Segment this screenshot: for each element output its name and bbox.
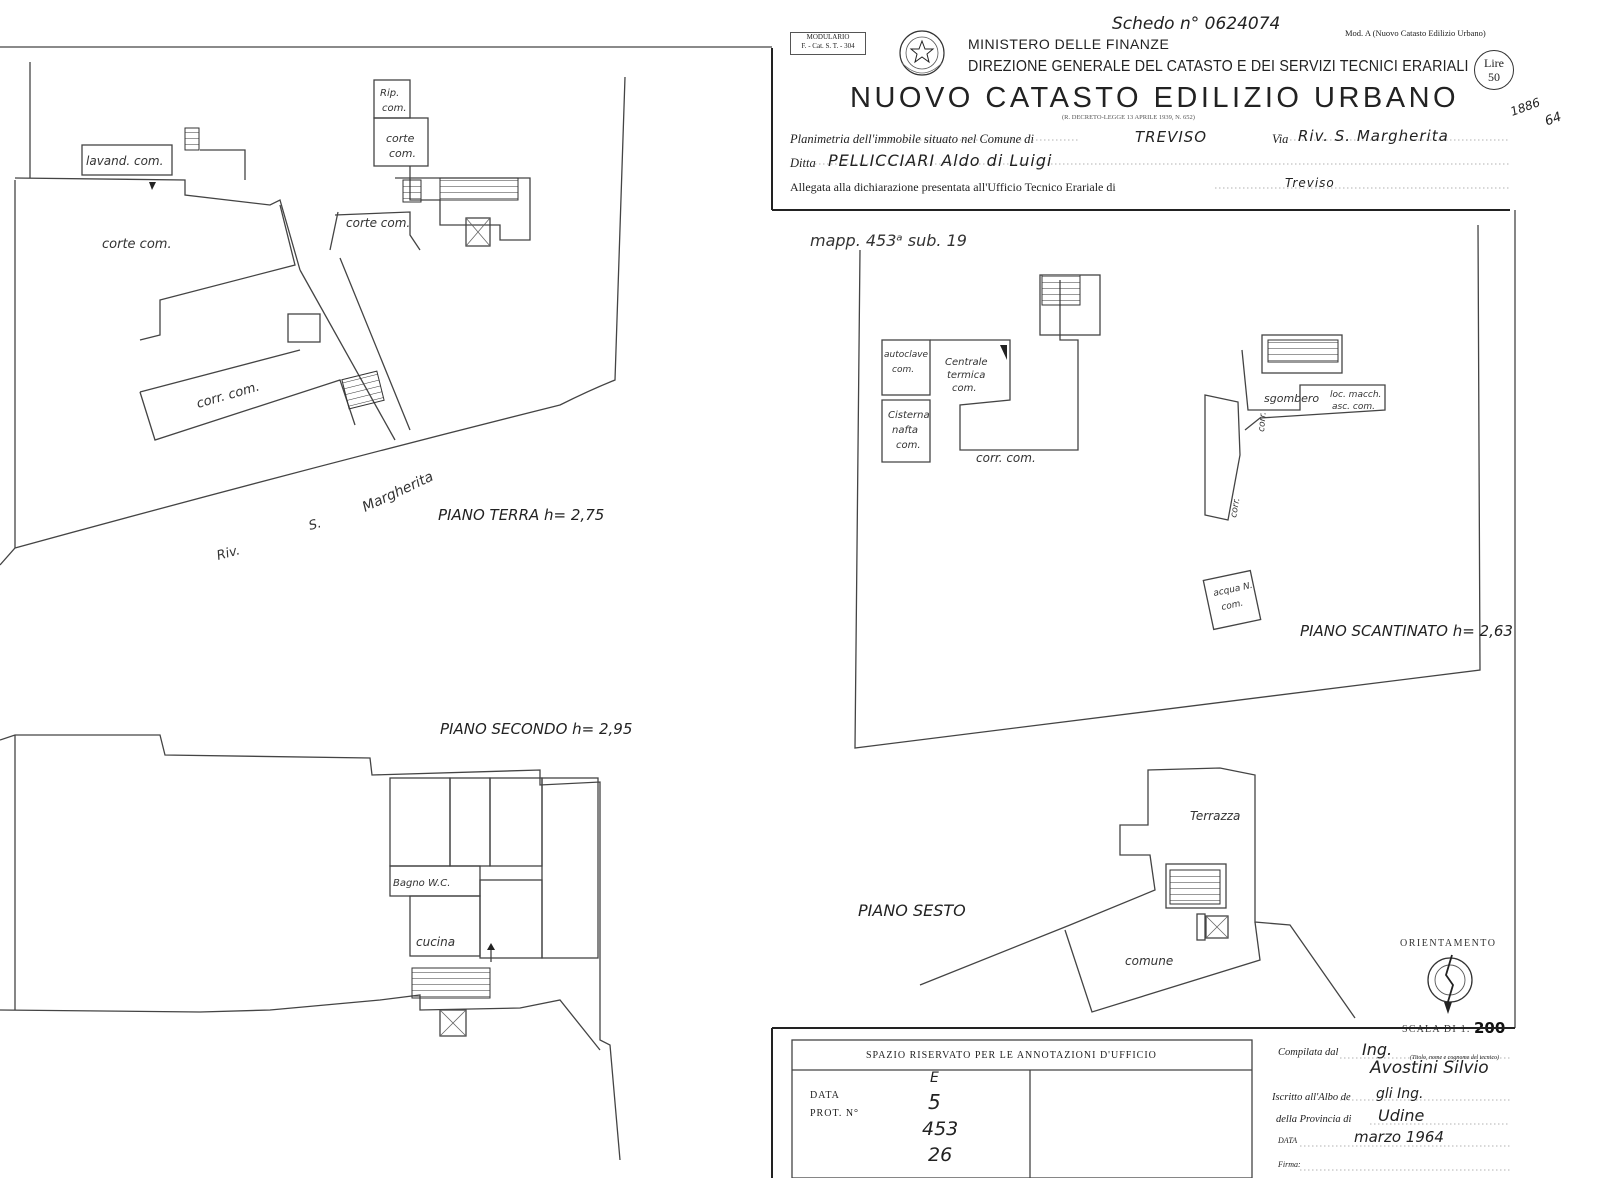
label-bagno: Bagno W.C.: [393, 878, 450, 889]
provincia-label: della Provincia di: [1276, 1114, 1352, 1125]
allegata-label: Allegata alla dichiarazione presentata a…: [790, 180, 1116, 194]
header-frame: [0, 46, 1510, 211]
label-sgombero: sgombero: [1264, 392, 1319, 405]
label-corte-2: corte com.: [346, 216, 410, 230]
label-centrale-a: Centrale: [945, 357, 988, 368]
office-box-title: SPAZIO RISERVATO PER LE ANNOTAZIONI D'UF…: [866, 1050, 1157, 1061]
plan-piano-terra: [0, 62, 626, 566]
label-centrale-b: termica: [947, 370, 985, 381]
iscritto-label: Iscritto all'Albo de: [1272, 1092, 1351, 1103]
orientation-block: ORIENTAMENTO SCALA DI 1: 200: [1400, 938, 1505, 1037]
office-prot-label: PROT. N°: [810, 1108, 860, 1119]
data-value: marzo 1964: [1354, 1128, 1444, 1146]
planimetria-label: Planimetria dell'immobile situato nel Co…: [790, 132, 1034, 146]
terra-labels: lavand. com. corte com. corte com. corte…: [86, 88, 604, 564]
label-corridoio-terra: corr. com.: [195, 380, 261, 412]
label-corte-3a: corte: [386, 132, 415, 145]
lire-label: Lire: [1484, 56, 1504, 70]
plan-piano-scantinato: mapp. 453ᵃ sub. 19: [810, 224, 1481, 749]
plan-piano-sesto: [919, 767, 1356, 1019]
scantinato-labels: autoclave com. Centrale termica com. Cis…: [884, 350, 1513, 640]
tecnico-name: Avostini Silvio: [1370, 1058, 1489, 1078]
caption-piano-scantinato: PIANO SCANTINATO h= 2,63: [1300, 622, 1513, 640]
provincia-value: Udine: [1378, 1106, 1425, 1125]
via-label: Via: [1272, 132, 1289, 146]
caption-piano-sesto: PIANO SESTO: [858, 901, 966, 920]
label-corr-v2: corr.: [1229, 497, 1242, 518]
ditta-label: Ditta: [790, 156, 816, 170]
office-hand-3: 453: [922, 1118, 959, 1140]
label-rip-b: com.: [382, 103, 407, 114]
modulario-box: MODULARIO F. - Cat. S. T. - 304: [790, 32, 866, 55]
decreto-label: (R. DECRETO-LEGGE 13 APRILE 1939, N. 652…: [1062, 114, 1195, 121]
scheda-number: Schedo n° 0624074: [1112, 14, 1281, 34]
compilata-value: Ing.: [1362, 1040, 1393, 1059]
bottom-frame: [771, 210, 1516, 1178]
label-acqua-b: com.: [1221, 599, 1245, 613]
label-locale-b: asc. com.: [1332, 402, 1375, 412]
sesto-labels: Terrazza comune PIANO SESTO: [858, 809, 1240, 968]
office-data-label: DATA: [810, 1090, 840, 1101]
republic-emblem-icon: [899, 30, 945, 76]
plan-piano-secondo: [0, 734, 621, 1161]
label-lavanderia: lavand. com.: [86, 154, 163, 168]
scala-label: SCALA DI 1:: [1402, 1024, 1471, 1035]
lire-value: 50: [1488, 70, 1500, 84]
office-hand-4: 26: [928, 1144, 953, 1166]
ditta-value: PELLICCIARI Aldo di Luigi: [828, 151, 1053, 170]
office-hand-1: E: [930, 1070, 939, 1086]
street-label-2: S.: [307, 516, 323, 534]
office-annotation-box: SPAZIO RISERVATO PER LE ANNOTAZIONI D'UF…: [792, 1040, 1156, 1178]
mod-a-label: Mod. A (Nuovo Catasto Edilizio Urbano): [1345, 28, 1486, 38]
modulario-line-1: MODULARIO: [806, 33, 850, 41]
office-hand-2: 5: [928, 1090, 941, 1114]
label-rip-a: Rip.: [380, 88, 399, 99]
secondo-labels: PIANO SECONDO h= 2,95 Bagno W.C. cucina: [393, 720, 632, 949]
ufficio-value: Treviso: [1285, 176, 1335, 190]
label-cisterna-b: nafta: [892, 425, 918, 436]
label-acqua-a: acqua N.: [1213, 581, 1254, 599]
compilata-note: (Titolo, nome e cognome del tecnico): [1410, 1055, 1499, 1061]
label-corr-v1: corr.: [1257, 412, 1269, 433]
firma-label: Firma:: [1278, 1160, 1301, 1169]
label-autoclave-b: com.: [892, 365, 914, 375]
comune-value: TREVISO: [1135, 128, 1208, 146]
label-corte-1: corte com.: [102, 237, 172, 252]
caption-piano-terra: PIANO TERRA h= 2,75: [438, 506, 604, 524]
label-centrale-c: com.: [952, 383, 977, 394]
label-corridoio-scantinato: corr. com.: [976, 451, 1036, 465]
ministero-label: MINISTERO DELLE FINANZE: [968, 36, 1170, 52]
lire-stamp: Lire 50: [1474, 50, 1514, 90]
iscritto-value: gli Ing.: [1376, 1086, 1424, 1102]
direzione-label: DIREZIONE GENERALE DEL CATASTO E DEI SER…: [968, 58, 1469, 75]
compilata-label: Compilata dal: [1278, 1047, 1339, 1058]
label-corte-3b: com.: [389, 147, 416, 160]
label-comune: comune: [1125, 954, 1173, 968]
street-label-3: Margherita: [360, 469, 436, 516]
label-terrazza: Terrazza: [1190, 809, 1240, 823]
label-cucina: cucina: [416, 935, 455, 949]
data-label: DATA: [1278, 1136, 1298, 1145]
modulario-line-2: F. - Cat. S. T. - 304: [801, 42, 855, 50]
street-label-1: Riv.: [215, 543, 242, 564]
label-cisterna-a: Cisterna: [888, 410, 930, 421]
orientamento-label: ORIENTAMENTO: [1400, 938, 1496, 949]
via-value: Riv. S. Margherita: [1298, 127, 1449, 145]
caption-piano-secondo: PIANO SECONDO h= 2,95: [440, 720, 632, 738]
label-locale-a: loc. macch.: [1330, 390, 1381, 400]
mappale-label: mapp. 453ᵃ sub. 19: [810, 231, 967, 250]
page-title: NUOVO CATASTO EDILIZIO URBANO: [850, 82, 1460, 114]
label-cisterna-c: com.: [896, 440, 921, 451]
label-autoclave-a: autoclave: [884, 350, 929, 360]
